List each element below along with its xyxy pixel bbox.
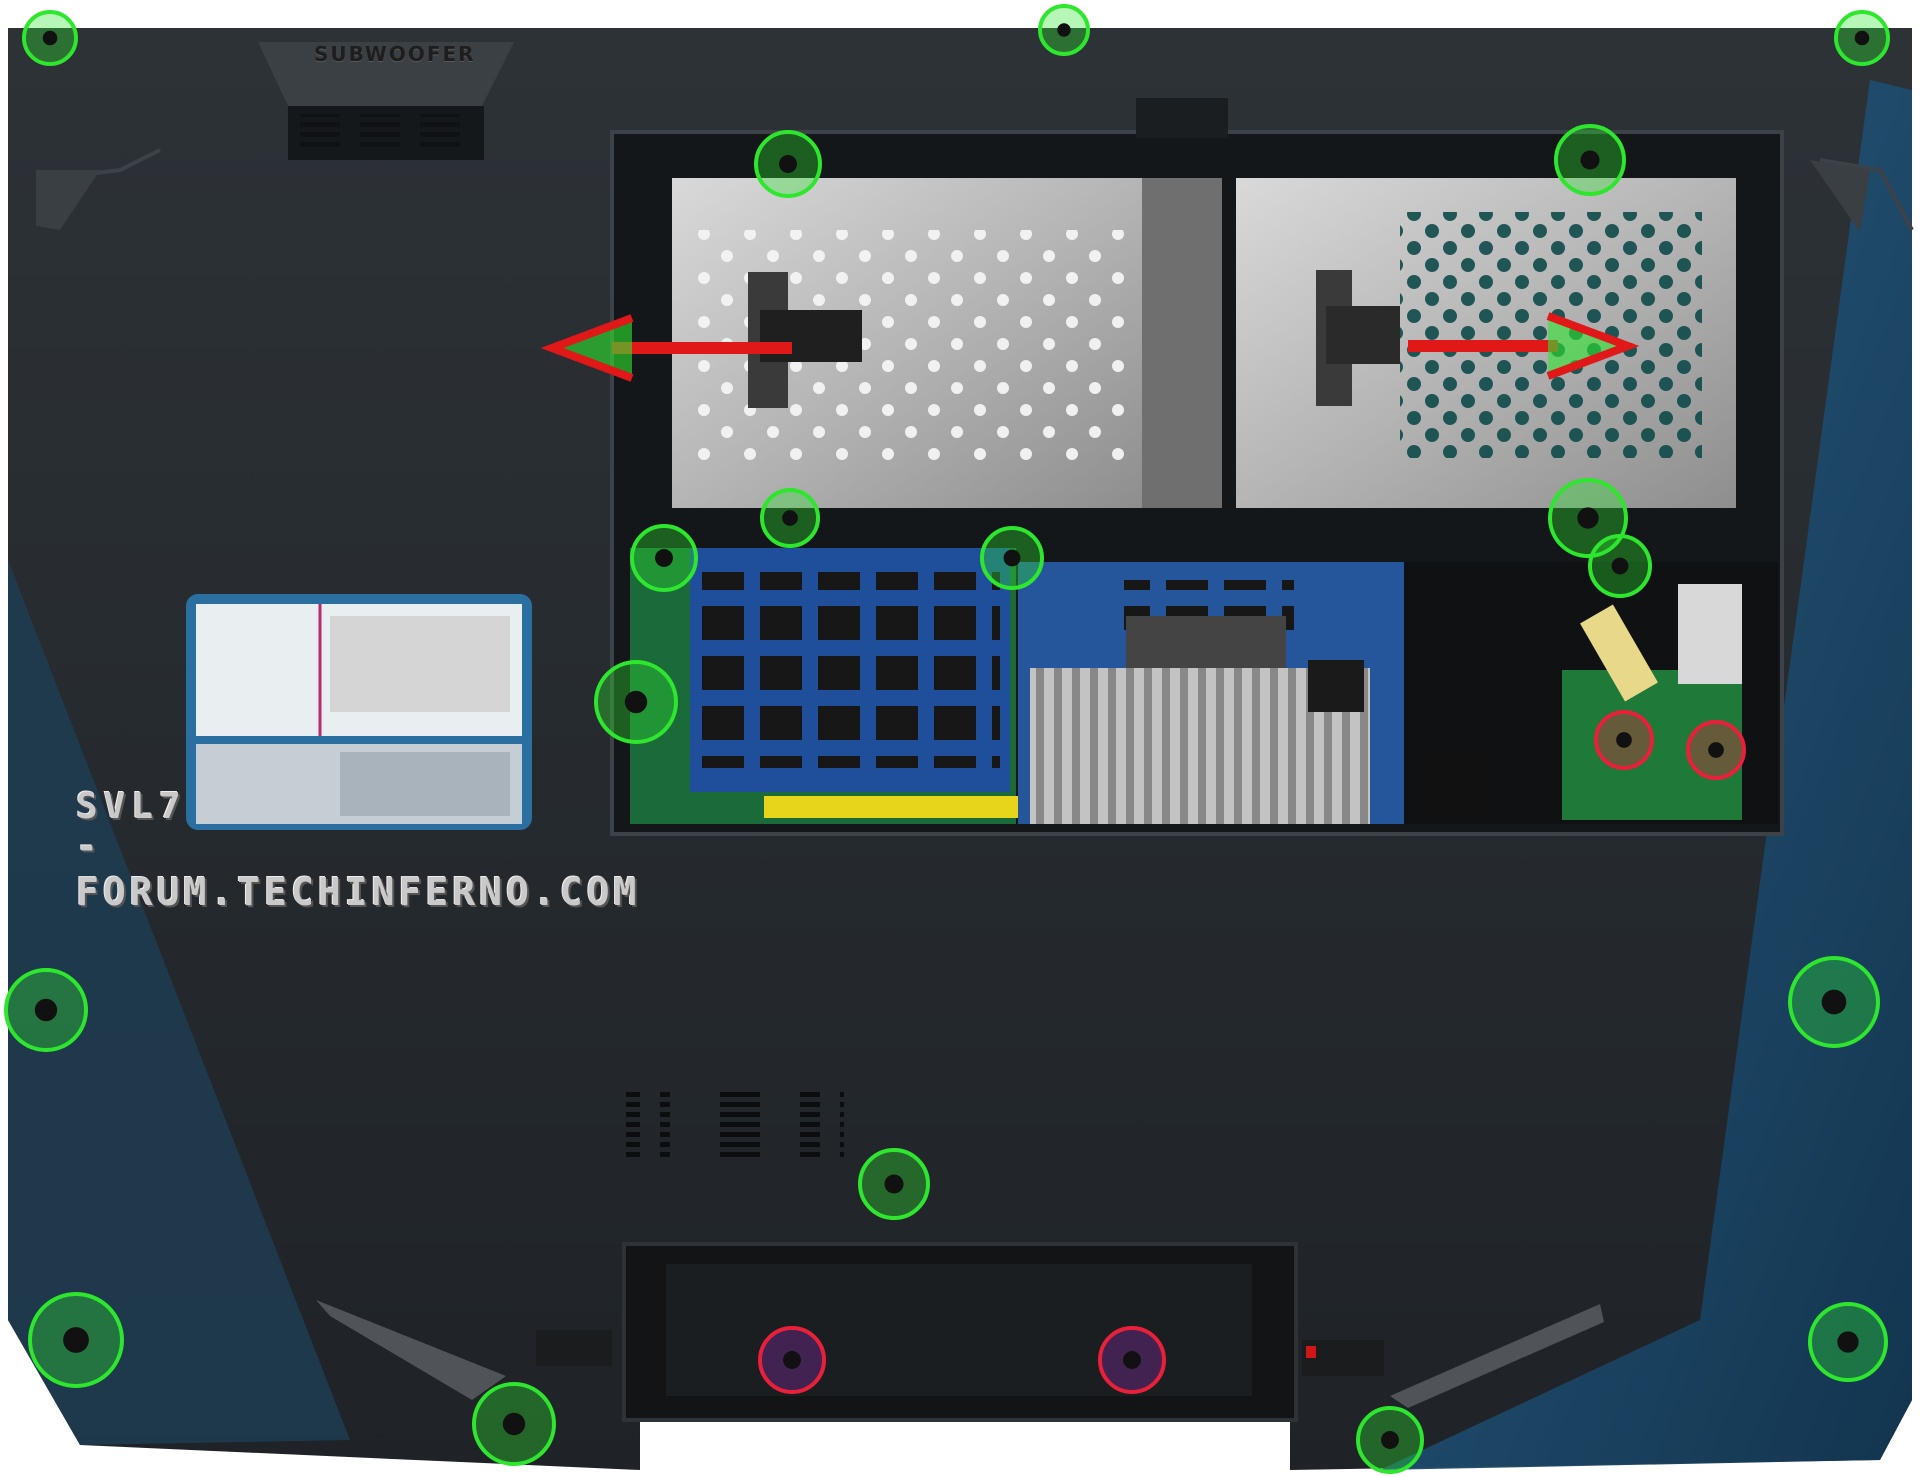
screw-marker-green	[760, 488, 820, 548]
wifi-compartment	[1404, 562, 1778, 824]
connector-marker-red	[1594, 710, 1654, 770]
screw-marker-green	[630, 524, 698, 592]
bottom-vents	[626, 1092, 844, 1158]
connector-marker-red	[1686, 720, 1746, 780]
screw-marker-green	[1788, 956, 1880, 1048]
screw-marker-green	[28, 1292, 124, 1388]
screw-marker-green	[1356, 1406, 1424, 1474]
rubber-feet	[36, 160, 1870, 1408]
hdd-caddy-left	[672, 178, 1142, 508]
hdd-connector-center	[1142, 178, 1222, 508]
screw-marker-green	[22, 10, 78, 66]
gpu-module	[1018, 562, 1404, 824]
coa-sticker	[186, 594, 532, 830]
watermark-site: FORUM.TECHINFERNO.COM	[76, 870, 641, 914]
battery-bay	[536, 1242, 1384, 1422]
screw-marker-green	[4, 968, 88, 1052]
screw-marker-green	[858, 1148, 930, 1220]
subwoofer-label: SUBWOOFER	[314, 42, 476, 66]
chassis-blue-accent-left	[8, 560, 350, 1445]
screw-markers	[4, 4, 1890, 1474]
screw-marker-magenta	[1098, 1326, 1166, 1394]
screw-marker-green	[1834, 10, 1890, 66]
watermark-author: SVL7	[76, 786, 187, 827]
screw-marker-magenta	[758, 1326, 826, 1394]
screw-marker-green	[1554, 124, 1626, 196]
screw-marker-green	[980, 526, 1044, 590]
chassis-blue-accent-right	[1380, 80, 1912, 1470]
screw-marker-green	[754, 130, 822, 198]
subwoofer-grille	[258, 42, 514, 160]
battery-latch-left	[536, 1330, 612, 1366]
arrow-right	[1408, 312, 1640, 380]
wifi-card-label	[1678, 584, 1742, 684]
ram-modules	[630, 548, 1020, 824]
arrow-left	[540, 314, 792, 382]
screw-marker-green	[1038, 4, 1090, 56]
ram-label-sticker	[764, 796, 1020, 818]
service-bay	[610, 98, 1784, 836]
watermark-separator: -	[76, 826, 104, 867]
screw-marker-green	[1588, 534, 1652, 598]
screw-marker-green	[472, 1382, 556, 1466]
screw-marker-green	[594, 660, 678, 744]
screw-marker-green	[1808, 1302, 1888, 1382]
